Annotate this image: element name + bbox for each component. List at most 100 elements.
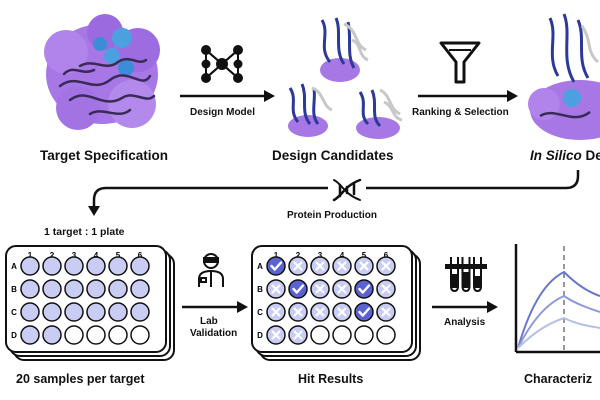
plate-col-label: 1 bbox=[274, 251, 279, 260]
plate-well bbox=[108, 279, 128, 299]
plate-col-label: 3 bbox=[72, 251, 77, 260]
stage-label-hits: Hit Results bbox=[298, 372, 364, 386]
plate-well-hit bbox=[354, 302, 374, 322]
x-icon bbox=[381, 284, 391, 294]
x-icon bbox=[337, 307, 347, 317]
stage-label-insilico: In Silico De bbox=[530, 148, 600, 163]
plate-row-label: B bbox=[257, 285, 263, 294]
x-icon bbox=[381, 307, 391, 317]
plate-col-label: 1 bbox=[28, 251, 33, 260]
arrow-ranking bbox=[418, 90, 518, 102]
x-icon bbox=[293, 261, 303, 271]
x-icon bbox=[293, 307, 303, 317]
plate-well bbox=[20, 279, 40, 299]
step-label-lab: Lab bbox=[200, 316, 218, 327]
plate-well-empty bbox=[354, 325, 374, 345]
x-icon bbox=[337, 284, 347, 294]
plate-note: 1 target : 1 plate bbox=[44, 226, 125, 238]
plate-well-empty bbox=[332, 325, 352, 345]
stage-label-samples: 20 samples per target bbox=[16, 372, 145, 386]
step-label-analysis: Analysis bbox=[444, 317, 486, 328]
plate-well-hit bbox=[288, 279, 308, 299]
arrow-lab-validation bbox=[182, 301, 248, 313]
plate-well bbox=[42, 325, 62, 345]
plate-well bbox=[130, 256, 150, 276]
plate-well-hit bbox=[266, 256, 286, 276]
funnel-icon bbox=[439, 41, 481, 84]
x-icon bbox=[293, 330, 303, 340]
plate-col-label: 4 bbox=[340, 251, 345, 260]
plate-row-label: C bbox=[257, 308, 263, 317]
step-label-validation: Validation bbox=[190, 328, 238, 339]
arrow-design-model bbox=[180, 90, 275, 102]
plate-well bbox=[86, 302, 106, 322]
candidate-top bbox=[320, 17, 369, 82]
stage-label-characterization: Characteriz bbox=[524, 372, 593, 386]
step-label-ranking: Ranking & Selection bbox=[412, 107, 509, 118]
check-icon bbox=[292, 284, 305, 294]
plate-well bbox=[130, 279, 150, 299]
x-icon bbox=[359, 261, 369, 271]
plate-well bbox=[42, 256, 62, 276]
design-candidates-image bbox=[288, 17, 403, 139]
plate-well-hit bbox=[354, 279, 374, 299]
step-label-protein-production: Protein Production bbox=[287, 210, 377, 221]
plate-row-label: A bbox=[11, 262, 17, 271]
insilico-surface bbox=[528, 80, 600, 140]
plate-well bbox=[64, 256, 84, 276]
plot-curve-2 bbox=[517, 294, 600, 349]
plate-well bbox=[20, 302, 40, 322]
plate-well bbox=[64, 279, 84, 299]
plate-well-empty bbox=[310, 325, 330, 345]
plot-curve-3 bbox=[517, 316, 600, 349]
plate-well bbox=[108, 325, 128, 345]
plate-col-label: 2 bbox=[296, 251, 301, 260]
characterization-plot bbox=[514, 244, 600, 354]
plate-col-label: 3 bbox=[318, 251, 323, 260]
plate-well bbox=[108, 256, 128, 276]
check-icon bbox=[358, 284, 371, 294]
x-icon bbox=[271, 307, 281, 317]
dna-icon bbox=[332, 178, 362, 202]
target-ribbon bbox=[58, 57, 156, 116]
x-icon bbox=[381, 261, 391, 271]
plate-well bbox=[108, 302, 128, 322]
plate-well bbox=[64, 325, 84, 345]
plate-row-label: A bbox=[257, 262, 263, 271]
plate-well bbox=[42, 302, 62, 322]
candidate-left bbox=[288, 83, 333, 137]
plate-well bbox=[86, 256, 106, 276]
plate-well bbox=[42, 279, 62, 299]
plate-col-label: 4 bbox=[94, 251, 99, 260]
network-icon bbox=[201, 45, 243, 83]
insilico-rest: De bbox=[585, 148, 600, 163]
plate-well bbox=[130, 302, 150, 322]
x-icon bbox=[271, 330, 281, 340]
plate-row-label: D bbox=[11, 331, 17, 340]
target-protein-image bbox=[44, 14, 160, 130]
plate-well-empty bbox=[376, 325, 396, 345]
insilico-binder bbox=[539, 13, 600, 119]
plate-col-label: 5 bbox=[116, 251, 121, 260]
in-silico-design-image bbox=[528, 13, 600, 140]
plate-col-label: 6 bbox=[384, 251, 389, 260]
check-icon bbox=[358, 307, 371, 317]
plate-well bbox=[20, 256, 40, 276]
target-binding-site bbox=[93, 28, 134, 76]
arrow-analysis bbox=[432, 301, 498, 313]
stage-label-candidates: Design Candidates bbox=[272, 148, 394, 163]
plate-well bbox=[86, 325, 106, 345]
plate-col-label: 2 bbox=[50, 251, 55, 260]
plot-curve-1 bbox=[517, 270, 600, 349]
step-label-design-model: Design Model bbox=[190, 107, 256, 118]
x-icon bbox=[271, 284, 281, 294]
plate-well bbox=[20, 325, 40, 345]
x-icon bbox=[337, 261, 347, 271]
x-icon bbox=[315, 307, 325, 317]
test-tubes-icon bbox=[445, 257, 487, 293]
plate-row-label: B bbox=[11, 285, 17, 294]
plate-well bbox=[86, 279, 106, 299]
plate-row-label: D bbox=[257, 331, 263, 340]
